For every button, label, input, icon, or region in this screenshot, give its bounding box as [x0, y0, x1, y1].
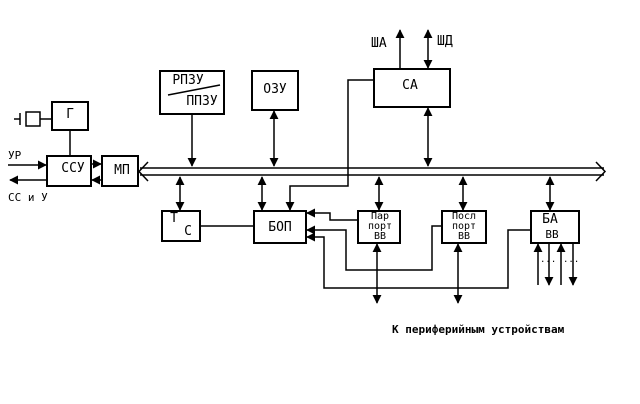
rpzu-block: РПЗУ ППЗУ: [159, 70, 225, 115]
parallel-port-line3: ВВ: [374, 231, 386, 242]
generator-block: Г: [51, 101, 89, 131]
timer-label-top: Т: [170, 211, 178, 226]
crystal-icon: [14, 111, 52, 127]
bop-block: БОП: [253, 210, 307, 244]
ppzu-label: ППЗУ: [186, 94, 217, 109]
mp-block: МП: [101, 155, 139, 187]
mp-label: МП: [114, 163, 130, 178]
sa-label: СА: [402, 78, 418, 93]
ozu-label: ОЗУ: [263, 82, 287, 97]
ssu-label: ССУ: [61, 161, 85, 176]
parallel-port-block: Пар порт ВВ: [357, 210, 401, 244]
shd-label: ШД: [437, 34, 453, 49]
rpzu-label: РПЗУ: [172, 73, 203, 88]
generator-label: Г: [66, 107, 74, 122]
parallel-port-line2: порт: [368, 221, 392, 232]
ur-label: УР: [8, 149, 22, 162]
serial-port-line3: ВВ: [458, 231, 470, 242]
ozu-block: ОЗУ: [251, 70, 299, 111]
system-bus: [137, 161, 607, 182]
ss-i-u-label: СС и У: [8, 191, 48, 204]
ssu-block: ССУ: [46, 155, 92, 187]
sha-label: ША: [371, 36, 387, 51]
ba-label-bottom: ВВ: [545, 228, 559, 241]
serial-port-block: Посл порт ВВ: [441, 210, 487, 244]
timer-label-bottom: С: [184, 224, 192, 239]
ba-label-top: БА: [542, 212, 558, 227]
sa-block: СА: [373, 68, 451, 108]
ba-dots-right: ...: [563, 255, 579, 265]
serial-port-line1: Посл: [452, 211, 476, 222]
peripherals-caption: К периферийным устройствам: [392, 323, 565, 336]
connections: [8, 29, 578, 304]
serial-port-line2: порт: [452, 221, 476, 232]
parallel-port-line1: Пар: [371, 211, 389, 222]
ba-block: БА ВВ: [530, 210, 580, 244]
timer-block: Т С: [161, 210, 201, 242]
ba-dots-left: ...: [540, 255, 556, 265]
bop-label: БОП: [268, 220, 291, 235]
